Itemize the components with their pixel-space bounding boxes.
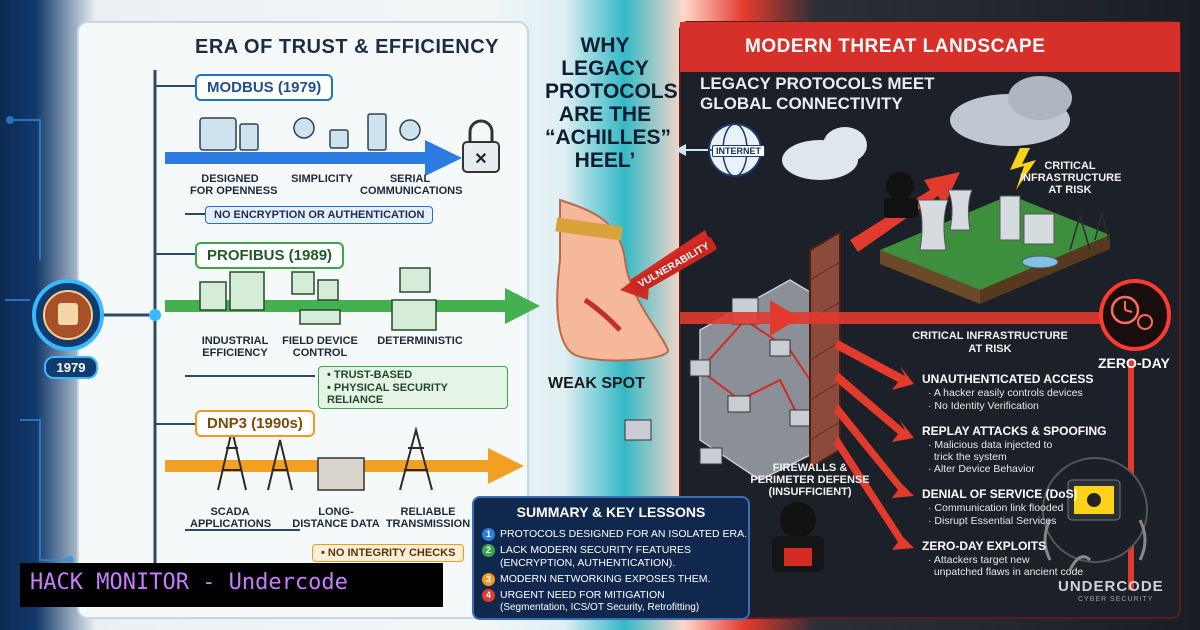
zero-day-badge: ZERO-DAY (1098, 355, 1170, 371)
threat-zero-day-line-1: · Attackers target new (928, 554, 1030, 566)
dnp3-label-long-distance: LONG- DISTANCE DATA (292, 506, 380, 530)
threat-replay-line-2: trick the system (928, 451, 1007, 463)
modbus-label-openness: DESIGNED FOR OPENNESS (190, 173, 278, 197)
firewall-line-3: (INSUFFICIENT) (768, 486, 852, 498)
modbus-label-simplicity: SIMPLICITY (291, 173, 353, 185)
critical-top-line-2: INFRASTRUCTURE (1020, 172, 1122, 184)
dnp3-note: • NO INTEGRITY CHECKS (312, 544, 465, 562)
threat-subtitle: LEGACY PROTOCOLS MEET GLOBAL CONNECTIVIT… (700, 74, 935, 114)
headline-line-1: WHY (580, 34, 630, 57)
threat-landscape-title: MODERN THREAT LANDSCAPE (745, 36, 1046, 57)
summary-num-2: 2 (482, 544, 495, 557)
summary-box: SUMMARY & KEY LESSONS 1 PROTOCOLS DESIGNE… (472, 496, 750, 620)
critical-mid-label: CRITICAL INFRASTRUCTURE AT RISK (900, 330, 1080, 356)
internet-label: INTERNET (712, 145, 765, 157)
undercode-logo: UNDERCODE (1058, 578, 1164, 595)
headline-line-2: LEGACY (561, 57, 649, 80)
dnp3-label-scada: SCADA APPLICATIONS (190, 506, 272, 530)
threat-zero-day-title: ZERO-DAY EXPLOITS (922, 539, 1047, 553)
firewall-line-2: PERIMETER DEFENSE (750, 474, 870, 486)
summary-item-4: 4 URGENT NEED FOR MITIGATION (482, 589, 665, 602)
threat-unauthenticated-line-2: · No Identity Verification (928, 400, 1039, 412)
threat-zero-day-line-2: unpatched flaws in ancient code (928, 566, 1084, 578)
firewall-label: FIREWALLS & PERIMETER DEFENSE (INSUFFICI… (745, 462, 875, 498)
summary-num-3: 3 (482, 573, 495, 586)
headline-line-5: “ACHILLES” (545, 126, 671, 149)
threat-replay-line-3: · Alter Device Behavior (928, 463, 1035, 475)
threat-dos-line-2: · Disrupt Essential Services (928, 515, 1057, 527)
critical-top-label: CRITICAL INFRASTRUCTURE AT RISK (1020, 160, 1122, 196)
dnp3-label-reliable: RELIABLE TRANSMISSION (385, 506, 471, 530)
threat-unauthenticated-line-1: · A hacker easily controls devices (928, 387, 1083, 399)
dnp3-title: DNP3 (1990s) (195, 410, 315, 437)
modbus-label-serial: SERIAL COMMUNICATIONS (360, 173, 463, 197)
summary-num-1: 1 (482, 528, 495, 541)
summary-text-1: PROTOCOLS DESIGNED FOR AN ISOLATED ERA. (500, 528, 747, 540)
weak-spot-label: WEAK SPOT (548, 375, 645, 392)
summary-text-2: LACK MODERN SECURITY FEATURES (500, 544, 691, 556)
summary-num-4: 4 (482, 589, 495, 602)
critical-mid-line-2: AT RISK (968, 343, 1012, 355)
threat-dos-line-1: · Communication link flooded (928, 502, 1064, 514)
threat-replay-title: REPLAY ATTACKS & SPOOFING (922, 424, 1107, 438)
headline-line-6: HEEL’ (574, 149, 636, 172)
profibus-label-industrial: INDUSTRIAL EFFICIENCY (201, 335, 269, 359)
summary-item-2: 2 LACK MODERN SECURITY FEATURES (482, 544, 691, 557)
hack-monitor-watermark: HACK MONITOR - Undercode (20, 563, 443, 607)
threat-replay-line-1: · Malicious data injected to (928, 439, 1053, 451)
critical-top-line-1: CRITICAL (1044, 160, 1096, 172)
center-headline: WHY LEGACY PROTOCOLS ARE THE “ACHILLES” … (545, 34, 678, 172)
threat-unauthenticated-title: UNAUTHENTICATED ACCESS (922, 372, 1094, 386)
undercode-tagline: CYBER SECURITY (1078, 596, 1154, 603)
summary-text-4: URGENT NEED FOR MITIGATION (500, 589, 665, 601)
timeline-year: 1979 (44, 356, 98, 379)
profibus-title: PROFIBUS (1989) (195, 242, 345, 269)
profibus-label-deterministic: DETERMINISTIC (377, 335, 463, 347)
profibus-note-physical: • PHYSICAL SECURITY RELIANCE (318, 380, 508, 409)
threat-dos-title: DENIAL OF SERVICE (DoS) (922, 487, 1078, 501)
summary-item-1: 1 PROTOCOLS DESIGNED FOR AN ISOLATED ERA. (482, 528, 747, 541)
svg-text:✕: ✕ (474, 151, 487, 168)
critical-top-line-3: AT RISK (1048, 184, 1092, 196)
summary-item-3: 3 MODERN NETWORKING EXPOSES THEM. (482, 573, 710, 586)
profibus-label-field: FIELD DEVICE CONTROL (282, 335, 358, 359)
era-title: ERA OF TRUST & EFFICIENCY (195, 36, 499, 58)
threat-subtitle-line-2: GLOBAL CONNECTIVITY (700, 94, 903, 113)
headline-line-4: ARE THE (558, 103, 652, 126)
summary-sub-2: (ENCRYPTION, AUTHENTICATION). (500, 557, 676, 569)
modbus-note: NO ENCRYPTION OR AUTHENTICATION (205, 206, 434, 224)
threat-subtitle-line-1: LEGACY PROTOCOLS MEET (700, 74, 935, 93)
firewall-line-1: FIREWALLS & (772, 462, 848, 474)
summary-title: SUMMARY & KEY LESSONS (516, 504, 706, 520)
headline-line-3: PROTOCOLS (545, 80, 678, 103)
summary-text-3: MODERN NETWORKING EXPOSES THEM. (500, 573, 711, 585)
summary-sub-4: (Segmentation, ICS/OT Security, Retrofit… (500, 602, 700, 613)
modbus-title: MODBUS (1979) (195, 74, 334, 101)
critical-mid-line-1: CRITICAL INFRASTRUCTURE (912, 330, 1068, 342)
